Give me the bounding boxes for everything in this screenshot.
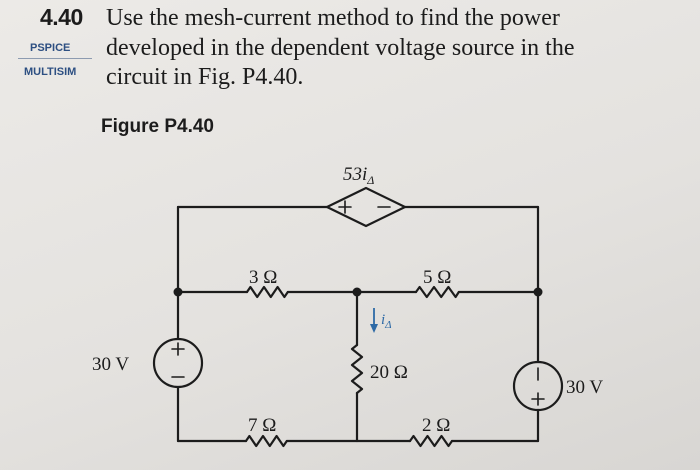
left-source-plus: [171, 342, 185, 356]
problem-line-3: circuit in Fig. P4.40.: [106, 64, 304, 90]
node-dot-left: [173, 287, 183, 297]
resistor-2ohm: [408, 434, 454, 448]
problem-line-2: developed in the dependent voltage sourc…: [106, 35, 575, 61]
resistor-3ohm: [245, 285, 289, 299]
right-voltage-source: [512, 360, 564, 412]
label-3ohm: 3 Ω: [249, 267, 277, 288]
label-7ohm: 7 Ω: [248, 415, 276, 436]
left-voltage-source: [152, 337, 204, 389]
node-dot-center: [352, 287, 362, 297]
node-dot-right: [533, 287, 543, 297]
resistor-5ohm: [414, 285, 460, 299]
multisim-tag: MULTISIM: [24, 66, 77, 78]
dep-source-plus: [338, 200, 352, 214]
problem-number: 4.40: [40, 4, 83, 30]
label-right-30v: 30 V: [566, 377, 603, 398]
resistor-7ohm: [244, 434, 288, 448]
tag-divider: [18, 58, 92, 59]
right-source-plus: [531, 392, 545, 406]
problem-line-1: Use the mesh-current method to find the …: [106, 5, 560, 31]
figure-title: Figure P4.40: [101, 116, 214, 137]
dependent-source-diamond: [325, 186, 407, 228]
resistor-20ohm: [350, 343, 364, 395]
label-5ohm: 5 Ω: [423, 267, 451, 288]
current-arrow: [370, 308, 378, 333]
label-2ohm: 2 Ω: [422, 415, 450, 436]
label-left-30v: 30 V: [92, 354, 129, 375]
pspice-tag: PSPICE: [30, 42, 71, 54]
label-20ohm: 20 Ω: [370, 362, 408, 383]
dep-source-label: 53iΔ: [343, 164, 374, 187]
current-label: iΔ: [381, 312, 392, 331]
